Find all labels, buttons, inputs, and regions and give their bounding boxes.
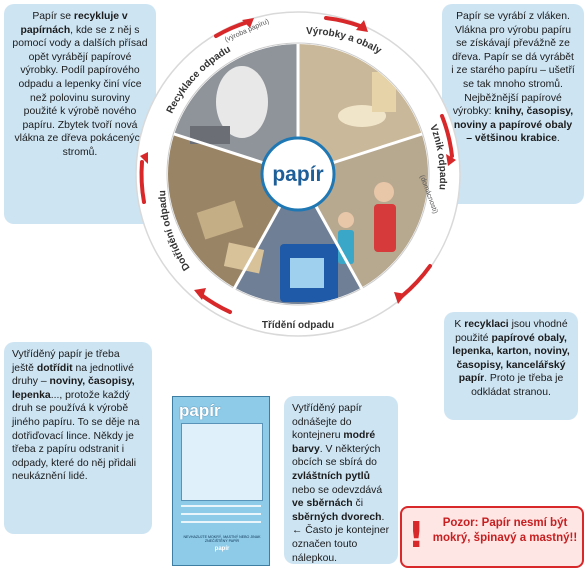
bold-text: zvláštních pytlů: [292, 470, 370, 482]
text: Vytříděný papír odnášejte do kontejneru: [292, 403, 363, 442]
bold-text: modré barvy: [292, 430, 376, 455]
sticker-title: papír: [179, 401, 221, 420]
arrow-heads: [140, 18, 456, 304]
arrow: [139, 160, 146, 204]
sorting-info-box: Vytříděný papír je třeba ještě dotřídit …: [4, 342, 152, 534]
bold-text: dotřídit: [36, 362, 73, 374]
center-circle: [260, 136, 336, 212]
label-sorting: Třídění odpadu: [262, 320, 334, 331]
sticker-footer: papír: [214, 546, 230, 552]
products-info-box: Papír se vyrábí z vláken. Vlákna pro výr…: [442, 4, 584, 204]
container-info-box: Vytříděný papír odnášejte do kontejneru …: [284, 396, 398, 564]
divider: [181, 513, 261, 515]
text: nebo se odevzdává: [292, 484, 383, 496]
center-label: papír: [272, 163, 323, 186]
bold-text: ve sběrnách: [292, 498, 353, 510]
inner-ring: [166, 42, 430, 306]
paper-roll: [216, 66, 268, 138]
divider: [181, 521, 261, 523]
text: jsou vhodné použité: [455, 319, 568, 344]
bold-text: recyklaci: [464, 319, 509, 330]
text: . ← Často je kontejner označen touto nál…: [292, 511, 390, 564]
text: na jednotlivé druhy –: [12, 362, 134, 388]
text: Papír se: [32, 11, 74, 22]
sticker-warning: NEVHAZUJTE MOKRÝ, MASTNÝ NEBO JINAK ZNEČ…: [183, 535, 261, 544]
arrow: [440, 114, 454, 158]
text: Papír se vyrábí z vláken. Vlákna pro výr…: [451, 11, 575, 118]
text: .: [556, 133, 560, 145]
girl-shirt: [374, 204, 396, 252]
cardboard: [196, 200, 244, 240]
text: . Proto je třeba je odkládat stranou.: [471, 373, 564, 398]
warning-box: ! Pozor: Papír nesmí být mokrý, špinavý …: [400, 506, 584, 568]
divider: [181, 505, 261, 507]
bold-text: knihy, časopisy, noviny a papírové obaly…: [453, 106, 574, 145]
bold-text: sběrných dvorech: [292, 511, 382, 523]
machine: [190, 126, 230, 144]
text: K: [454, 319, 465, 330]
warning-text: Pozor: Papír nesmí být mokrý, špinavý a …: [432, 517, 578, 544]
girl-head: [374, 182, 394, 202]
bold-text: noviny, časopisy, lepenka: [12, 376, 135, 401]
recycling-info-box: Papír se recykluje v papírnách, kde se z…: [4, 4, 156, 224]
text: . V některých obcích se sbírá do: [292, 443, 381, 469]
suitable-materials-box: K recyklaci jsou vhodné použité papírové…: [444, 312, 578, 420]
sticker-image: [181, 423, 263, 501]
text: Vytříděný papír je třeba ještě: [12, 349, 120, 374]
child-head: [338, 212, 354, 228]
bold-text: papírové obaly, lepenka, karton, noviny,…: [452, 332, 570, 385]
container-sticker: papír NEVHAZUJTE MOKRÝ, MASTNÝ NEBO JINA…: [172, 396, 270, 566]
exclamation-icon: !: [408, 515, 425, 556]
text: , kde se z něj s pomocí vody a dalších p…: [12, 24, 148, 158]
bold-text: recykluje v papírnách: [20, 11, 128, 36]
text: ..., protože každý druh se používá k výr…: [12, 389, 140, 483]
recycling-cycle-wheel: Výrobky a obaly Vznik odpadu Dotřídění o…: [135, 11, 461, 337]
text: či: [352, 498, 364, 510]
bin-label: [290, 258, 324, 288]
